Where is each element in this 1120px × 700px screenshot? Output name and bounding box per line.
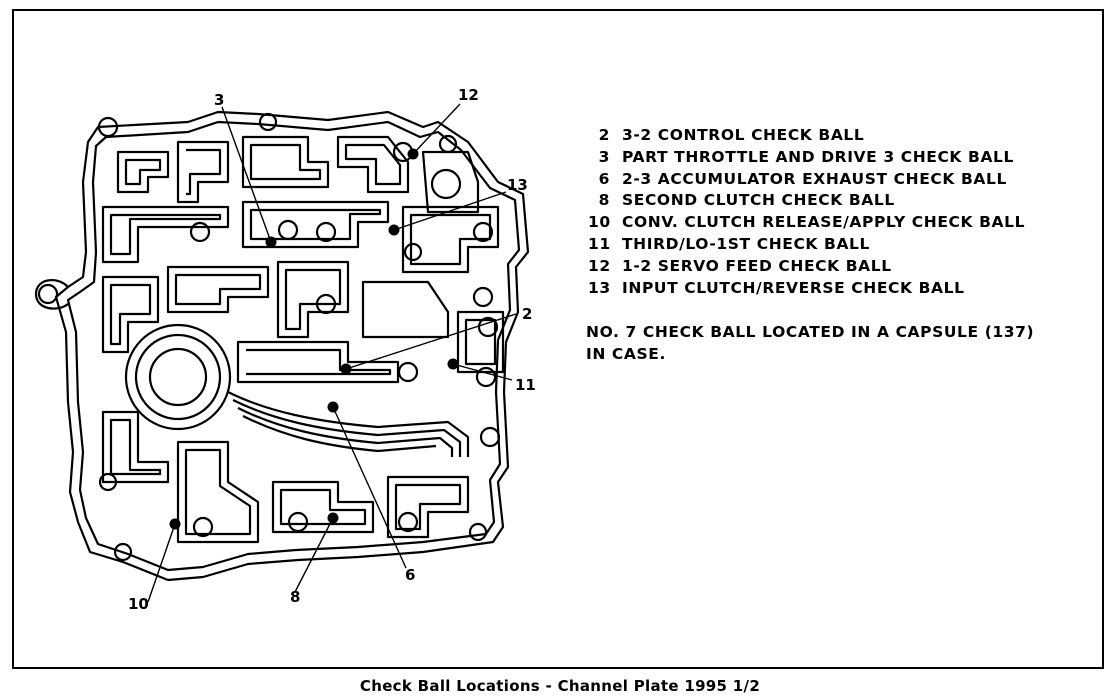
note-line-2: IN CASE. <box>586 344 666 363</box>
callout-13: 13 <box>507 176 528 194</box>
callout-6: 6 <box>405 566 416 584</box>
note-line-1: NO. 7 CHECK BALL LOCATED IN A CAPSULE (1… <box>586 323 1035 341</box>
plate-outline <box>54 110 530 582</box>
callout-11: 11 <box>515 376 536 394</box>
callout-10: 10 <box>128 595 149 613</box>
channel-plate-diagram <box>34 103 530 603</box>
figure-caption: Check Ball Locations - Channel Plate 199… <box>359 677 761 695</box>
callout-12: 12 <box>458 86 479 104</box>
callout-2: 2 <box>522 305 533 323</box>
callout-3: 3 <box>214 91 225 109</box>
callout-8: 8 <box>290 588 301 606</box>
capsule-note: NO. 7 CHECK BALL LOCATED IN A CAPSULE (1… <box>586 322 1034 365</box>
leader-lines <box>147 103 517 603</box>
figure-frame <box>12 9 1104 669</box>
